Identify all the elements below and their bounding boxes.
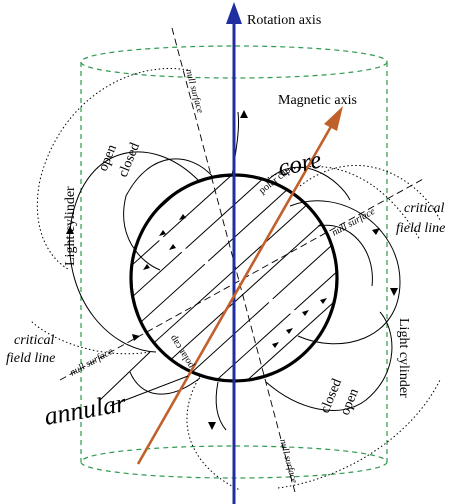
field-line-top-right [267, 166, 351, 201]
rotation-axis [226, 2, 242, 504]
annular-pointer-1 [99, 351, 151, 401]
annular-pointers [99, 351, 189, 407]
star-arrowheads [143, 214, 327, 348]
null-surface-line-shallow [59, 177, 426, 381]
closed-field-line-bottom-right [265, 311, 393, 411]
critical-field-line-left-label-1: critical [14, 333, 55, 348]
open-top-label: open [96, 143, 120, 174]
critical-field-line-top-left [36, 68, 189, 271]
magnetic-axis [136, 106, 343, 465]
critical-field-line-right-outer [299, 165, 441, 221]
critical-field-line-left-label-2: field line [6, 351, 55, 366]
closed-field-line-left-inner [123, 158, 215, 271]
null-surface-right-label: null surface [330, 206, 377, 239]
arrowhead-bottom [208, 422, 216, 430]
critical-field-lines [29, 68, 441, 491]
arrowhead-right-lower [390, 288, 398, 296]
polar-cap-bottom-label: polar cap [168, 333, 197, 370]
null-surface-left-label: null surface [68, 346, 115, 379]
arrowhead-left [66, 226, 74, 234]
critical-field-line-right-label-1: critical [404, 201, 445, 216]
light-cylinder-left-label: Light cylinder [63, 186, 78, 266]
neutron-star [129, 173, 339, 383]
null-surface-top-label: null surface [183, 68, 205, 114]
arrowhead-right [372, 228, 380, 235]
critical-field-line-left [29, 319, 151, 355]
field-line-arrowheads [66, 110, 398, 430]
open-field-line-bottom [215, 381, 227, 431]
closed-field-line-right-inner [317, 224, 373, 287]
closed-field-line-right-outer [289, 200, 401, 345]
closed-top-label: closed [116, 141, 143, 180]
light-cylinder-right-label: Light cylinder [396, 318, 411, 398]
magnetic-axis-label: Magnetic axis [278, 93, 357, 108]
annular-label: annular [42, 388, 129, 431]
rotation-axis-label: Rotation axis [247, 13, 321, 28]
critical-field-line-bottom [186, 375, 241, 491]
arrowhead-left-lower [132, 334, 140, 341]
star-highlights [157, 235, 311, 323]
annular-pointer-2 [109, 375, 189, 407]
magnetic-axis-arrowhead [324, 106, 343, 131]
critical-field-line-bottom-right [277, 379, 441, 489]
field-lines [68, 111, 401, 431]
rotation-axis-arrowhead [226, 2, 242, 24]
star-hatching [131, 175, 337, 381]
arrowhead-top [240, 110, 248, 118]
field-line-bottom-left [129, 371, 201, 395]
magnetic-axis-line [136, 122, 335, 465]
critical-field-line-right-label-2: field line [396, 221, 445, 236]
